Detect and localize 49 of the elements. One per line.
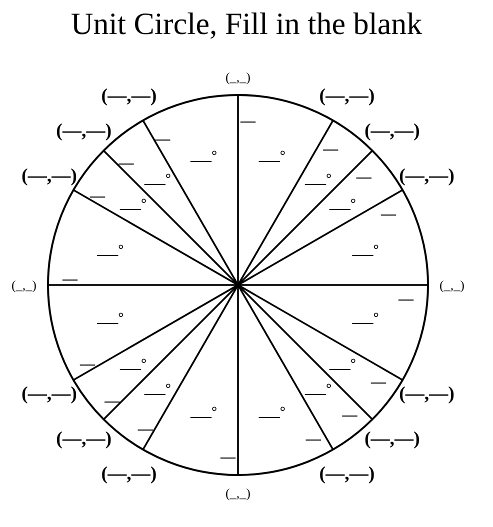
radian-blank: __ (342, 403, 358, 418)
degree-blank: ___° (352, 312, 379, 326)
coordinate-blank: (—,—) (319, 464, 375, 484)
coordinate-blank: (—,—) (364, 121, 420, 140)
degree-blank: ___° (352, 244, 379, 258)
coordinate-blank: (—,—) (399, 384, 454, 404)
radian-blank: __ (118, 152, 134, 167)
coordinate-blank: (—,—) (101, 464, 157, 484)
radian-blank: __ (356, 166, 372, 181)
degree-blank: ___° (329, 358, 356, 372)
coordinate-blank: (—,—) (22, 384, 77, 404)
degree-blank: ___° (329, 198, 356, 212)
coordinate-blank: (—,—) (22, 166, 77, 186)
degree-blank: ___° (258, 150, 286, 164)
radian-blank: __ (155, 127, 170, 142)
degree-blank: ___° (144, 173, 171, 188)
radian-blank: __ (62, 268, 78, 282)
coordinate-blank: (_,_) (12, 278, 36, 292)
degree-blank: ___° (144, 382, 171, 397)
radian-blank: __ (398, 288, 414, 302)
degree-blank: ___° (120, 358, 147, 372)
radian-blank: __ (138, 418, 153, 433)
coordinate-blank: (—,—) (56, 121, 112, 140)
radian-blank: __ (220, 446, 236, 460)
radian-blank: __ (380, 202, 396, 218)
degree-blank: ___° (190, 150, 218, 164)
degree-blank: ___° (258, 406, 286, 420)
coordinate-blank: (_,_) (226, 486, 250, 500)
degree-blank: ___° (305, 382, 332, 397)
radian-blank: __ (90, 184, 105, 200)
degree-blank: ___° (305, 173, 332, 188)
coordinate-blank: (—,—) (101, 86, 157, 106)
title: Unit Circle, Fill in the blank (70, 6, 424, 42)
degree-blank: ___° (190, 406, 218, 420)
radian-blank: __ (80, 352, 95, 368)
radian-blank: __ (240, 110, 256, 124)
coordinate-blank: (—,—) (399, 166, 454, 186)
coordinate-blank: (—,—) (56, 430, 112, 449)
degree-blank: ___° (97, 312, 124, 326)
degree-blank: ___° (97, 244, 124, 258)
coordinate-blank: (_,_) (440, 278, 464, 292)
radian-blank: __ (323, 137, 338, 152)
radian-blank: __ (104, 389, 120, 404)
coordinate-blank: (_,_) (226, 70, 250, 84)
coordinate-blank: (—,—) (364, 430, 420, 449)
radian-blank: __ (306, 428, 321, 443)
radian-blank: __ (370, 370, 386, 386)
coordinate-blank: (—,—) (319, 86, 375, 106)
degree-blank: ___° (120, 198, 147, 212)
